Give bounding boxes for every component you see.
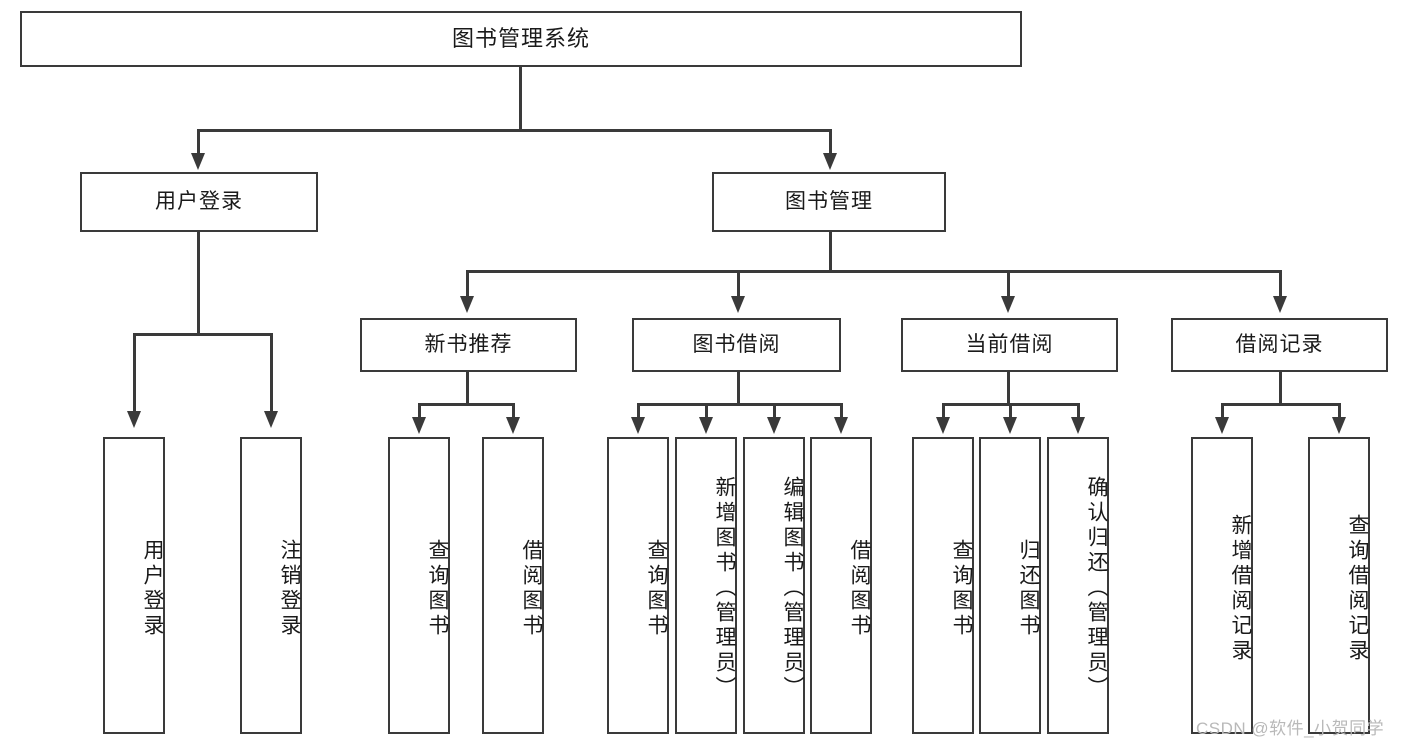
- node-borrow-record[interactable]: 借阅记录: [1171, 318, 1388, 372]
- leaf-logout[interactable]: 注销登录: [240, 437, 302, 734]
- edge-root-to-book-mgmt: [829, 129, 832, 155]
- edge-book-borrow-to-leaf-3: [773, 403, 776, 419]
- edge-current-borrow-to-leaf-3: [1077, 403, 1080, 419]
- edge-root-bus: [197, 129, 831, 132]
- edge-new-book-to-leaf-2: [512, 403, 515, 419]
- edge-book-borrow-to-leaf-4: [840, 403, 843, 419]
- arrowhead-borrow-record: [1273, 296, 1287, 313]
- edge-new-book-stem: [466, 372, 469, 405]
- arrowhead-leaf-user-login: [127, 411, 141, 428]
- leaf-current-return-book[interactable]: 归还图书: [979, 437, 1041, 734]
- arrowhead-book-borrow-leaf-1: [631, 417, 645, 434]
- edge-book-mgmt-stem: [829, 232, 832, 272]
- arrowhead-borrow-record-leaf-2: [1332, 417, 1346, 434]
- leaf-new-book-query[interactable]: 查询图书: [388, 437, 450, 734]
- arrowhead-new-book-leaf-2: [506, 417, 520, 434]
- edge-book-borrow-to-leaf-1: [637, 403, 640, 419]
- arrowhead-current-borrow-leaf-1: [936, 417, 950, 434]
- leaf-borrow-query-book[interactable]: 查询图书: [607, 437, 669, 734]
- arrowhead-current-borrow-leaf-2: [1003, 417, 1017, 434]
- node-new-book-recommend[interactable]: 新书推荐: [360, 318, 577, 372]
- arrowhead-new-book: [460, 296, 474, 313]
- arrowhead-book-borrow-leaf-4: [834, 417, 848, 434]
- arrowhead-book-mgmt: [823, 153, 837, 170]
- edge-borrow-record-bus: [1221, 403, 1340, 406]
- edge-user-login-to-leaf-2: [270, 333, 273, 413]
- arrowhead-current-borrow-leaf-3: [1071, 417, 1085, 434]
- edge-user-login-to-leaf-1: [133, 333, 136, 413]
- leaf-borrow-edit-book[interactable]: 编辑图书（管理员）: [743, 437, 805, 734]
- edge-book-mgmt-to-new-book: [466, 270, 469, 298]
- arrowhead-leaf-logout: [264, 411, 278, 428]
- edge-new-book-to-leaf-1: [418, 403, 421, 419]
- edge-user-login-stem: [197, 232, 200, 335]
- node-current-borrow[interactable]: 当前借阅: [901, 318, 1118, 372]
- edge-book-borrow-stem: [737, 372, 740, 405]
- edge-book-mgmt-to-borrow-record: [1279, 270, 1282, 298]
- edge-book-borrow-bus: [637, 403, 842, 406]
- node-root-system[interactable]: 图书管理系统: [20, 11, 1022, 67]
- arrowhead-borrow-record-leaf-1: [1215, 417, 1229, 434]
- edge-book-mgmt-to-current-borrow: [1007, 270, 1010, 298]
- edge-root-to-user-login: [197, 129, 200, 155]
- arrowhead-book-borrow-leaf-2: [699, 417, 713, 434]
- leaf-record-add[interactable]: 新增借阅记录: [1191, 437, 1253, 734]
- edge-book-mgmt-to-book-borrow: [737, 270, 740, 298]
- edge-new-book-bus: [418, 403, 514, 406]
- leaf-borrow-borrow-book[interactable]: 借阅图书: [810, 437, 872, 734]
- edge-user-login-bus: [133, 333, 272, 336]
- leaf-new-book-borrow[interactable]: 借阅图书: [482, 437, 544, 734]
- leaf-current-confirm-return[interactable]: 确认归还（管理员）: [1047, 437, 1109, 734]
- edge-current-borrow-to-leaf-1: [942, 403, 945, 419]
- arrowhead-user-login: [191, 153, 205, 170]
- edge-current-borrow-to-leaf-2: [1009, 403, 1012, 419]
- leaf-record-query[interactable]: 查询借阅记录: [1308, 437, 1370, 734]
- node-book-management[interactable]: 图书管理: [712, 172, 946, 232]
- edge-book-mgmt-bus: [466, 270, 1282, 273]
- leaf-current-query-book[interactable]: 查询图书: [912, 437, 974, 734]
- node-book-borrow[interactable]: 图书借阅: [632, 318, 841, 372]
- arrowhead-current-borrow: [1001, 296, 1015, 313]
- edge-borrow-record-to-leaf-1: [1221, 403, 1224, 419]
- arrowhead-new-book-leaf-1: [412, 417, 426, 434]
- arrowhead-book-borrow: [731, 296, 745, 313]
- node-user-login[interactable]: 用户登录: [80, 172, 318, 232]
- edge-borrow-record-to-leaf-2: [1338, 403, 1341, 419]
- leaf-user-login[interactable]: 用户登录: [103, 437, 165, 734]
- arrowhead-book-borrow-leaf-3: [767, 417, 781, 434]
- edge-current-borrow-stem: [1007, 372, 1010, 405]
- edge-root-stem: [519, 67, 522, 131]
- edge-borrow-record-stem: [1279, 372, 1282, 405]
- edge-book-borrow-to-leaf-2: [705, 403, 708, 419]
- leaf-borrow-add-book[interactable]: 新增图书（管理员）: [675, 437, 737, 734]
